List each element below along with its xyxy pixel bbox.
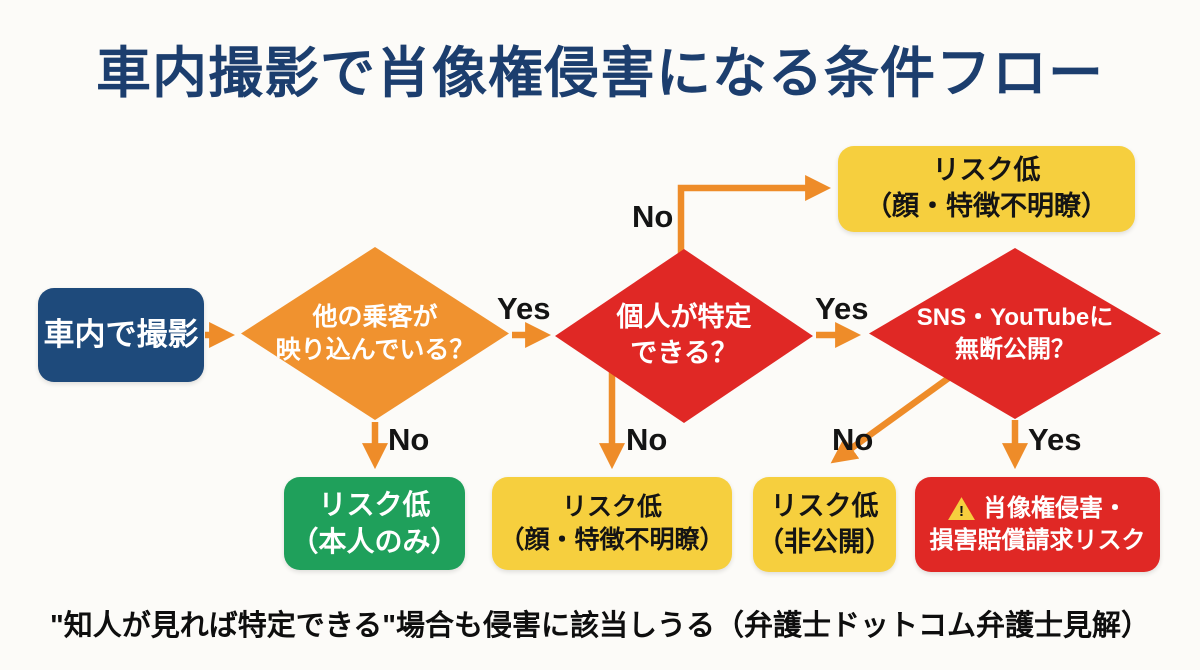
decision-line: できる？: [630, 338, 738, 368]
edge-label-d1-no: No: [388, 422, 430, 457]
outcome-low-risk-private: リスク低 （非公開）: [753, 477, 896, 572]
edge-label-d2-no-down: No: [626, 422, 668, 457]
outcome-low-risk-self-only: リスク低 （本人のみ）: [284, 477, 465, 570]
outcome-line: （顔・特徴不明瞭）: [499, 525, 725, 554]
outcome-low-risk-unclear-mid: リスク低 （顔・特徴不明瞭）: [492, 477, 732, 570]
outcome-line: 損害賠償請求リスク: [929, 526, 1146, 554]
edge-label-d3-no: No: [832, 422, 874, 457]
arrow-d3-no-diagonal-to-yellow: [830, 374, 952, 464]
edge-label-d2-yes: Yes: [815, 291, 869, 326]
outcome-infringement-risk: ! 肖像権侵害・ 損害賠償請求リスク: [915, 477, 1160, 572]
decision-line: SNS・YouTubeに: [916, 303, 1114, 331]
node-start: 車内で撮影: [38, 288, 204, 382]
warning-icon: !: [948, 497, 975, 521]
edge-label-d1-yes: Yes: [497, 291, 551, 326]
outcome-line: リスク低: [561, 492, 662, 521]
outcome-line: リスク低: [318, 488, 431, 520]
edge-label-d2-no-up: No: [632, 199, 674, 234]
outcome-line: （本人のみ）: [290, 525, 459, 557]
outcome-line: （顔・特徴不明瞭）: [865, 191, 1108, 221]
outcome-line: 肖像権侵害・: [983, 494, 1127, 522]
edge-label-d3-yes: Yes: [1028, 422, 1082, 457]
outcome-line: （非公開）: [757, 526, 892, 557]
outcome-line: リスク低: [770, 490, 879, 521]
decision-line: 無断公開？: [955, 335, 1075, 363]
node-start-label: 車内で撮影: [43, 316, 199, 352]
footnote-lawyer-note: "知人が見れば特定できる"場合も侵害に該当しうる（弁護士ドットコム弁護士見解）: [50, 610, 1150, 642]
page-title: 車内撮影で肖像権侵害になる条件フロー: [95, 42, 1104, 104]
decision-line: 個人が特定: [616, 302, 752, 333]
decision-line: 他の乗客が: [312, 302, 438, 331]
arrow-d2-no-up-to-yellow: [677, 175, 832, 255]
outcome-line: リスク低: [932, 155, 1041, 186]
outcome-low-risk-unclear-top: リスク低 （顔・特徴不明瞭）: [838, 146, 1135, 232]
decision-line: 映り込んでいる？: [275, 335, 475, 364]
outcome-line: ! 肖像権侵害・: [948, 493, 1127, 525]
